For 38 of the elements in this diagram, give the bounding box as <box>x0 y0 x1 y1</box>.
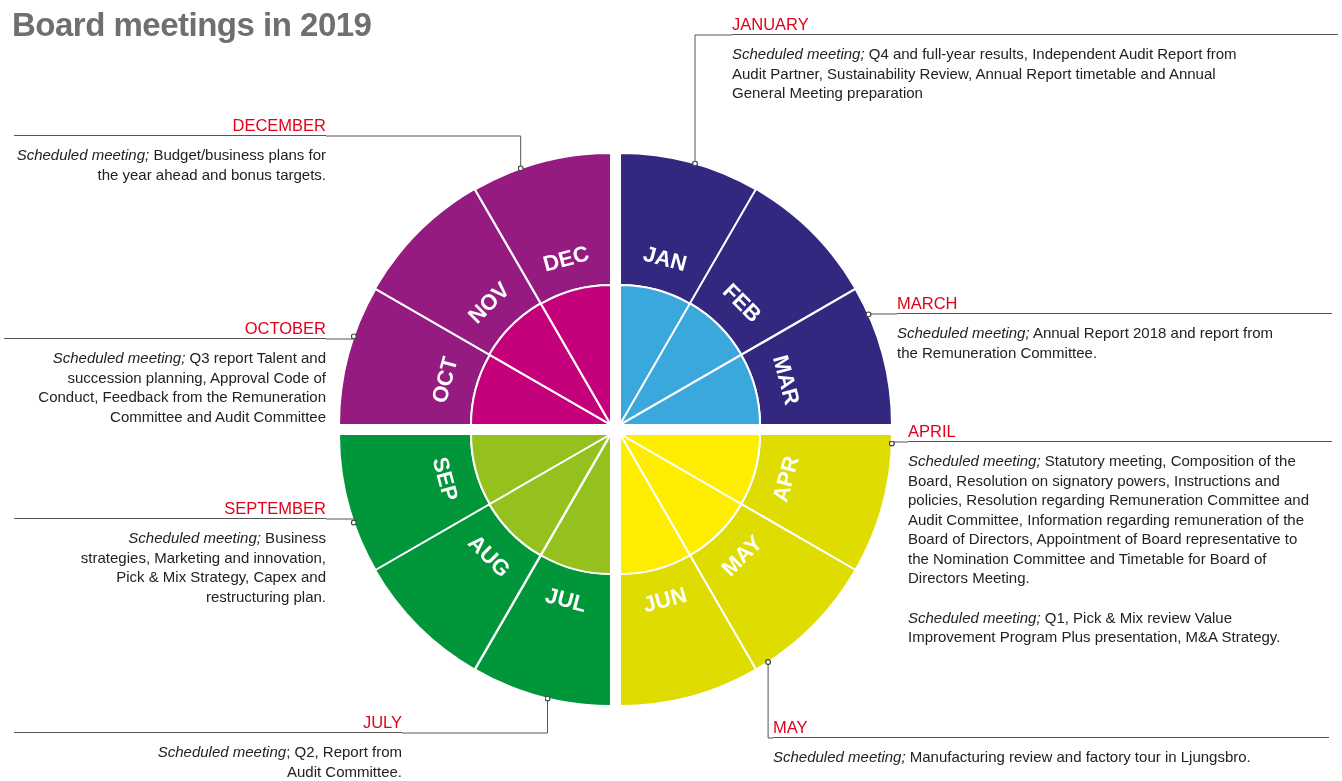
pie-segment <box>620 189 856 425</box>
leader-line <box>692 34 733 167</box>
pie-segment <box>375 189 611 425</box>
month-label: JUL <box>543 583 590 618</box>
pie-segment <box>620 434 856 670</box>
leader-line <box>325 135 524 172</box>
meeting-description: Scheduled meeting; Annual Report 2018 and report from the Remuneration Committee. <box>897 323 1275 362</box>
pie-segment <box>375 434 611 670</box>
month-label: OCT <box>427 354 463 406</box>
month-label: SEP <box>427 454 463 503</box>
month-label: JAN <box>640 241 689 277</box>
meeting-description: Scheduled meeting; Statutory meeting, Composition of the Board, Resolution on signatory powers, Instructions and policies, Resolution regarding Remuneration Committee and Audit Committee, Information regarding remuneration of the Board of Directors, Appointment of Board representative to the Nomination Committee and Timetable for Board of Directors Meeting. <box>908 451 1311 588</box>
month-label: DEC <box>540 241 592 277</box>
leader-line <box>325 518 357 526</box>
month-heading: JANUARY <box>732 14 1338 35</box>
meeting-description: Scheduled meeting; Q4 and full-year results, Independent Audit Report from Audit Partner, Sustainability Review, Annual Report timetable and Annual General Meeting preparation <box>732 44 1238 103</box>
leader-line <box>888 440 909 447</box>
meeting-description: Scheduled meeting; Q2, Report from Audit Committee. <box>156 742 402 781</box>
leader-line <box>865 311 898 318</box>
leader-line <box>401 695 551 734</box>
leader-line <box>325 333 357 340</box>
meeting-description: Scheduled meeting; Business strategies, Marketing and innovation, Pick & Mix Strategy, Capex and restructuring plan. <box>79 528 326 606</box>
leader-line <box>765 659 774 739</box>
month-label: JUN <box>640 582 689 618</box>
month-heading: APRIL <box>908 421 1332 442</box>
meeting-description: Scheduled meeting; Q1, Pick & Mix review Value Improvement Program Plus presentation, M&A Strategy. <box>908 607 1282 647</box>
month-heading: MARCH <box>897 293 1332 314</box>
diagram-title: Board meetings in 2019 <box>12 6 372 44</box>
month-heading: JULY <box>14 712 402 733</box>
month-heading: DECEMBER <box>14 115 326 136</box>
month-heading: OCTOBER <box>4 318 326 339</box>
month-label: APR <box>768 452 804 505</box>
month-heading: SEPTEMBER <box>14 498 326 519</box>
meeting-description: Scheduled meeting; Q3 report Talent and succession planning, Approval Code of Conduct, Feedback from the Remuneration Committee and Audit Committee <box>37 348 326 426</box>
meeting-description: Scheduled meeting; Manufacturing review and factory tour in Ljungsbro. <box>773 747 1252 767</box>
month-heading: MAY <box>773 717 1329 738</box>
month-label: MAR <box>768 353 805 408</box>
meeting-description: Scheduled meeting; Budget/business plans for the year ahead and bonus targets. <box>15 145 326 184</box>
